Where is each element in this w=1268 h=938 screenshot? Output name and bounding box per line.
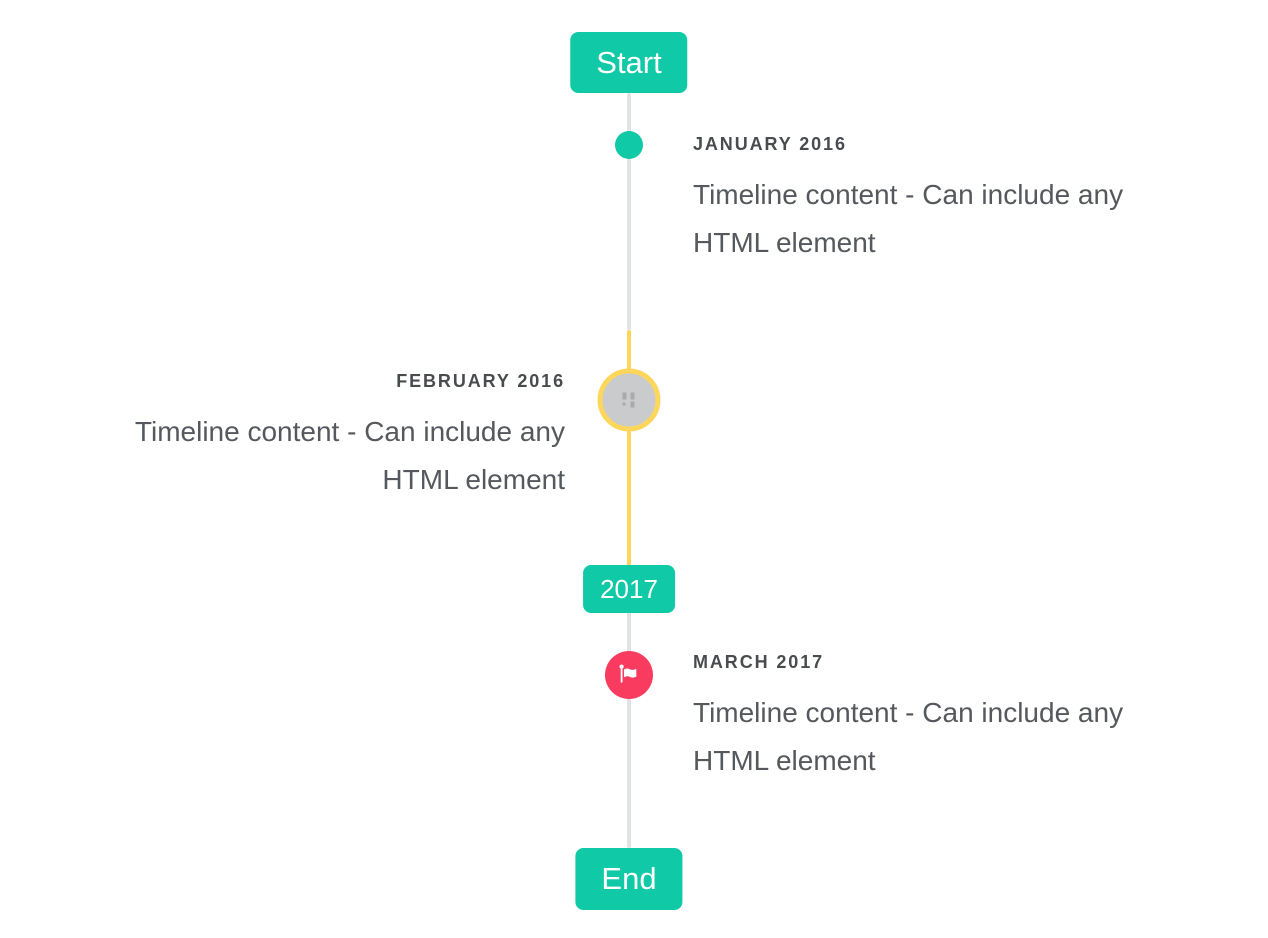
timeline-line-segment-highlighted [627,330,631,567]
item-title: FEBRUARY 2016 [396,371,565,391]
item-content: Timeline content - Can include any HTML … [693,171,1219,267]
item-content: Timeline content - Can include any HTML … [39,408,565,504]
timeline-item-january-2016: JANUARY 2016 Timeline content - Can incl… [693,134,1219,267]
item-content-line: HTML element [693,227,876,258]
timeline-flag-marker-march [605,651,653,699]
timeline-line-segment-top [627,93,631,330]
timeline-item-march-2017: MARCH 2017 Timeline content - Can includ… [693,652,1219,785]
year-2017-badge[interactable]: 2017 [583,565,675,613]
start-badge[interactable]: Start [570,32,688,93]
item-title: MARCH 2017 [693,652,825,672]
end-badge[interactable]: End [575,848,683,910]
item-content-line: Timeline content - Can include any [693,697,1124,728]
timeline-item-february-2016: FEBRUARY 2016 Timeline content - Can inc… [39,371,565,504]
timeline-dot-marker-january [615,131,643,159]
flag-icon [617,663,641,687]
broken-image-icon [622,392,636,408]
item-content-line: HTML element [693,745,876,776]
timeline-line-segment-bottom [627,612,631,848]
item-content-line: HTML element [382,464,565,495]
item-title: JANUARY 2016 [693,134,847,154]
timeline-circle-marker-february [597,368,661,432]
item-content-line: Timeline content - Can include any [693,179,1124,210]
item-content-line: Timeline content - Can include any [134,416,565,447]
item-content: Timeline content - Can include any HTML … [693,689,1219,785]
